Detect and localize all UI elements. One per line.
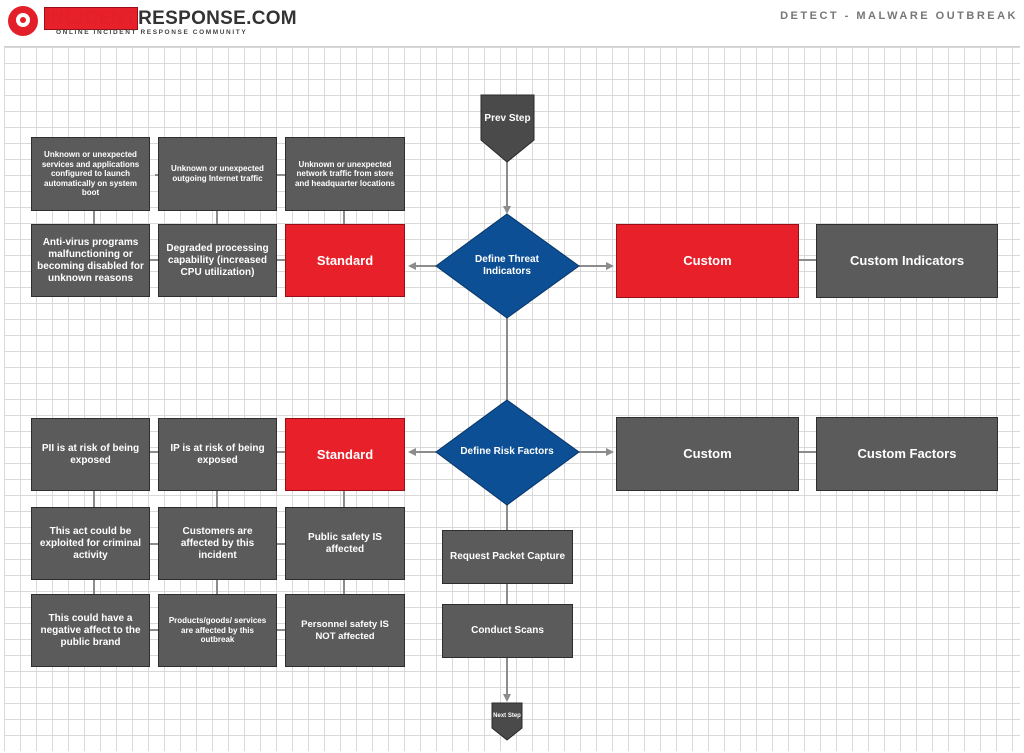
indicator-outgoing-traffic[interactable]: Unknown or unexpected outgoing Internet …	[158, 137, 277, 211]
page-title: DETECT - MALWARE OUTBREAK	[780, 10, 1018, 22]
factor-public-brand[interactable]: This could have a negative affect to the…	[31, 594, 150, 667]
define-threat-diamond[interactable]	[435, 213, 580, 319]
indicator-degraded-processing[interactable]: Degraded processing capability (increase…	[158, 224, 277, 297]
logo-wordmark: INCIDENTRESPONSE.COM	[44, 7, 297, 30]
factor-pii-risk[interactable]: PII is at risk of being exposed	[31, 418, 150, 491]
prev-step-shape[interactable]	[480, 94, 535, 163]
logo-mark-icon	[8, 6, 38, 36]
factor-criminal-activity[interactable]: This act could be exploited for criminal…	[31, 507, 150, 580]
page-header: INCIDENTRESPONSE.COM ONLINE INCIDENT RES…	[0, 0, 1024, 46]
threat-standard-box[interactable]: Standard	[285, 224, 405, 297]
indicator-autostart-services[interactable]: Unknown or unexpected services and appli…	[31, 137, 150, 211]
define-risk-diamond[interactable]	[435, 399, 580, 506]
threat-custom-box[interactable]: Custom	[616, 224, 799, 298]
conduct-scans-box[interactable]: Conduct Scans	[442, 604, 573, 658]
request-packet-capture-box[interactable]: Request Packet Capture	[442, 530, 573, 584]
factor-ip-risk[interactable]: IP is at risk of being exposed	[158, 418, 277, 491]
custom-indicators-box[interactable]: Custom Indicators	[816, 224, 998, 298]
prev-step-label: Prev Step	[484, 112, 531, 124]
define-threat-label: Define Threat Indicators	[475, 253, 539, 278]
risk-custom-box[interactable]: Custom	[616, 417, 799, 491]
logo-tagline: ONLINE INCIDENT RESPONSE COMMUNITY	[56, 29, 248, 36]
indicator-store-network-traffic[interactable]: Unknown or unexpected network traffic fr…	[285, 137, 405, 211]
custom-factors-box[interactable]: Custom Factors	[816, 417, 998, 491]
factor-personnel-safety[interactable]: Personnel safety IS NOT affected	[285, 594, 405, 667]
indicator-antivirus-malfunction[interactable]: Anti-virus programs malfunctioning or be…	[31, 224, 150, 297]
factor-products-affected[interactable]: Products/goods/ services are affected by…	[158, 594, 277, 667]
factor-customers-affected[interactable]: Customers are affected by this incident	[158, 507, 277, 580]
factor-public-safety[interactable]: Public safety IS affected	[285, 507, 405, 580]
define-risk-label: Define Risk Factors	[460, 445, 554, 457]
next-step-shape[interactable]	[491, 702, 523, 741]
risk-standard-box[interactable]: Standard	[285, 418, 405, 491]
next-step-label: Next Step	[493, 713, 521, 720]
